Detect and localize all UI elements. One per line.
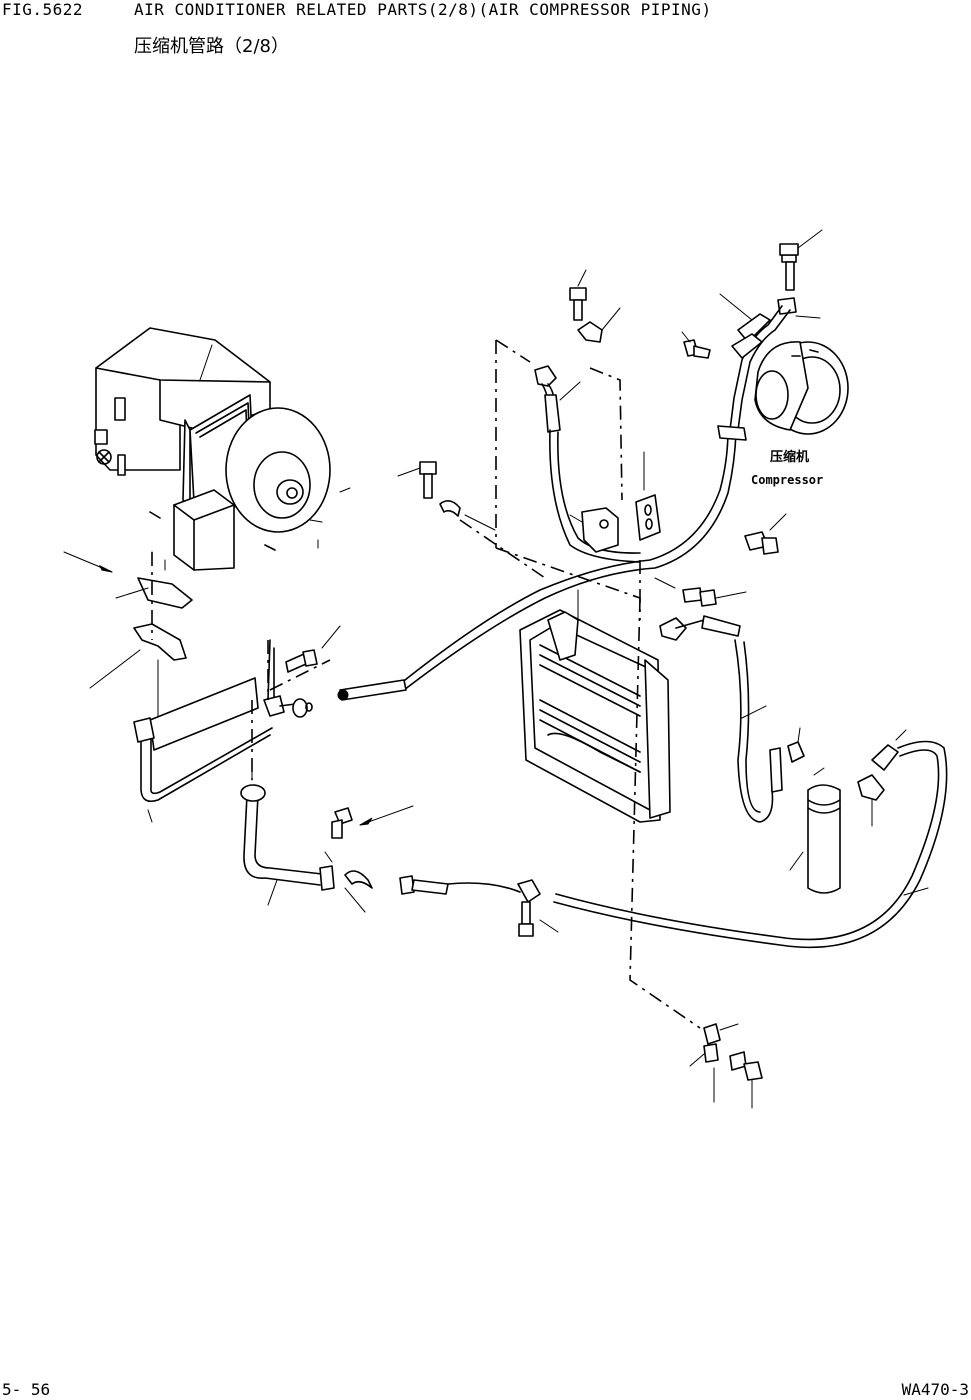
figure-title-chinese: 压缩机管路（2/8） (134, 36, 289, 57)
figure-number: FIG.5622 (2, 0, 84, 19)
compressor-label: Compressor (751, 473, 824, 487)
model-number: WA470-3 (901, 1380, 969, 1399)
page-number: 5- 56 (2, 1380, 51, 1399)
reference-lines (151, 339, 701, 1029)
condenser-and-hoses (337, 269, 948, 1109)
figure-title: AIR CONDITIONER RELATED PARTS(2/8)(AIR C… (134, 0, 712, 19)
compressor-label-chinese: 压缩机 (770, 450, 810, 465)
evaporator-piping (133, 625, 414, 913)
air-conditioner-unit (94, 327, 351, 571)
compressor (681, 229, 849, 441)
mounting-brackets (63, 551, 193, 721)
